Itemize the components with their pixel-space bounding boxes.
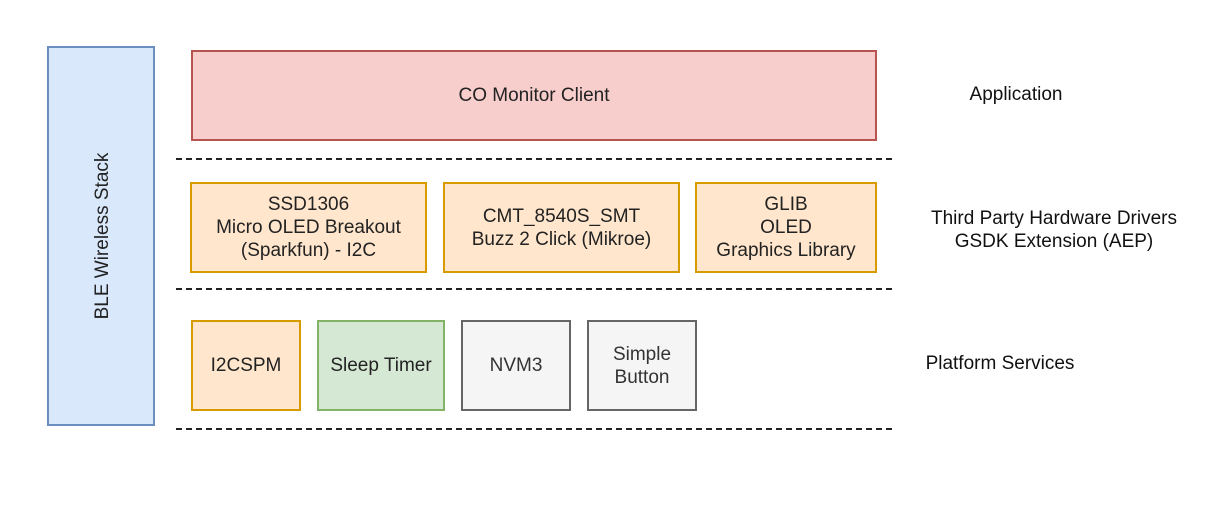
driver-line: Micro OLED Breakout xyxy=(216,217,401,238)
platform-line: Button xyxy=(614,366,670,388)
simple-button-box: Simple Button xyxy=(587,320,697,411)
nvm3-box: NVM3 xyxy=(461,320,571,411)
driver-line: Graphics Library xyxy=(716,240,856,261)
co-monitor-client-box: CO Monitor Client xyxy=(191,50,877,141)
buzz2-click-driver-box: CMT_8540S_SMT Buzz 2 Click (Mikroe) xyxy=(443,182,680,273)
ble-wireless-stack-box xyxy=(47,46,155,426)
platform-layer-label: Platform Services xyxy=(925,353,1075,374)
platform-line: Sleep Timer xyxy=(330,355,432,376)
driver-line: OLED xyxy=(760,217,812,238)
i2cspm-box: I2CSPM xyxy=(191,320,301,411)
application-layer-label: Application xyxy=(969,84,1063,105)
layer-divider xyxy=(176,428,892,430)
sleep-timer-box: Sleep Timer xyxy=(317,320,445,411)
driver-line: SSD1306 xyxy=(267,194,350,215)
driver-line: GLIB xyxy=(764,194,808,215)
layer-divider xyxy=(176,158,892,160)
driver-line: Buzz 2 Click (Mikroe) xyxy=(471,228,652,250)
platform-line: Simple xyxy=(612,343,672,365)
driver-line: CMT_8540S_SMT xyxy=(482,205,641,227)
platform-line: I2CSPM xyxy=(210,355,282,376)
co-monitor-client-label: CO Monitor Client xyxy=(458,85,610,106)
ssd1306-driver-box: SSD1306 Micro OLED Breakout (Sparkfun) -… xyxy=(190,182,427,273)
layer-divider xyxy=(176,288,892,290)
glib-driver-box: GLIB OLED Graphics Library xyxy=(695,182,877,273)
driver-line: (Sparkfun) - I2C xyxy=(240,240,377,261)
ble-wireless-stack-label: BLE Wireless Stack xyxy=(92,152,113,320)
drivers-layer-label: Third Party Hardware Drivers GSDK Extens… xyxy=(931,208,1177,252)
platform-line: NVM3 xyxy=(489,355,543,376)
